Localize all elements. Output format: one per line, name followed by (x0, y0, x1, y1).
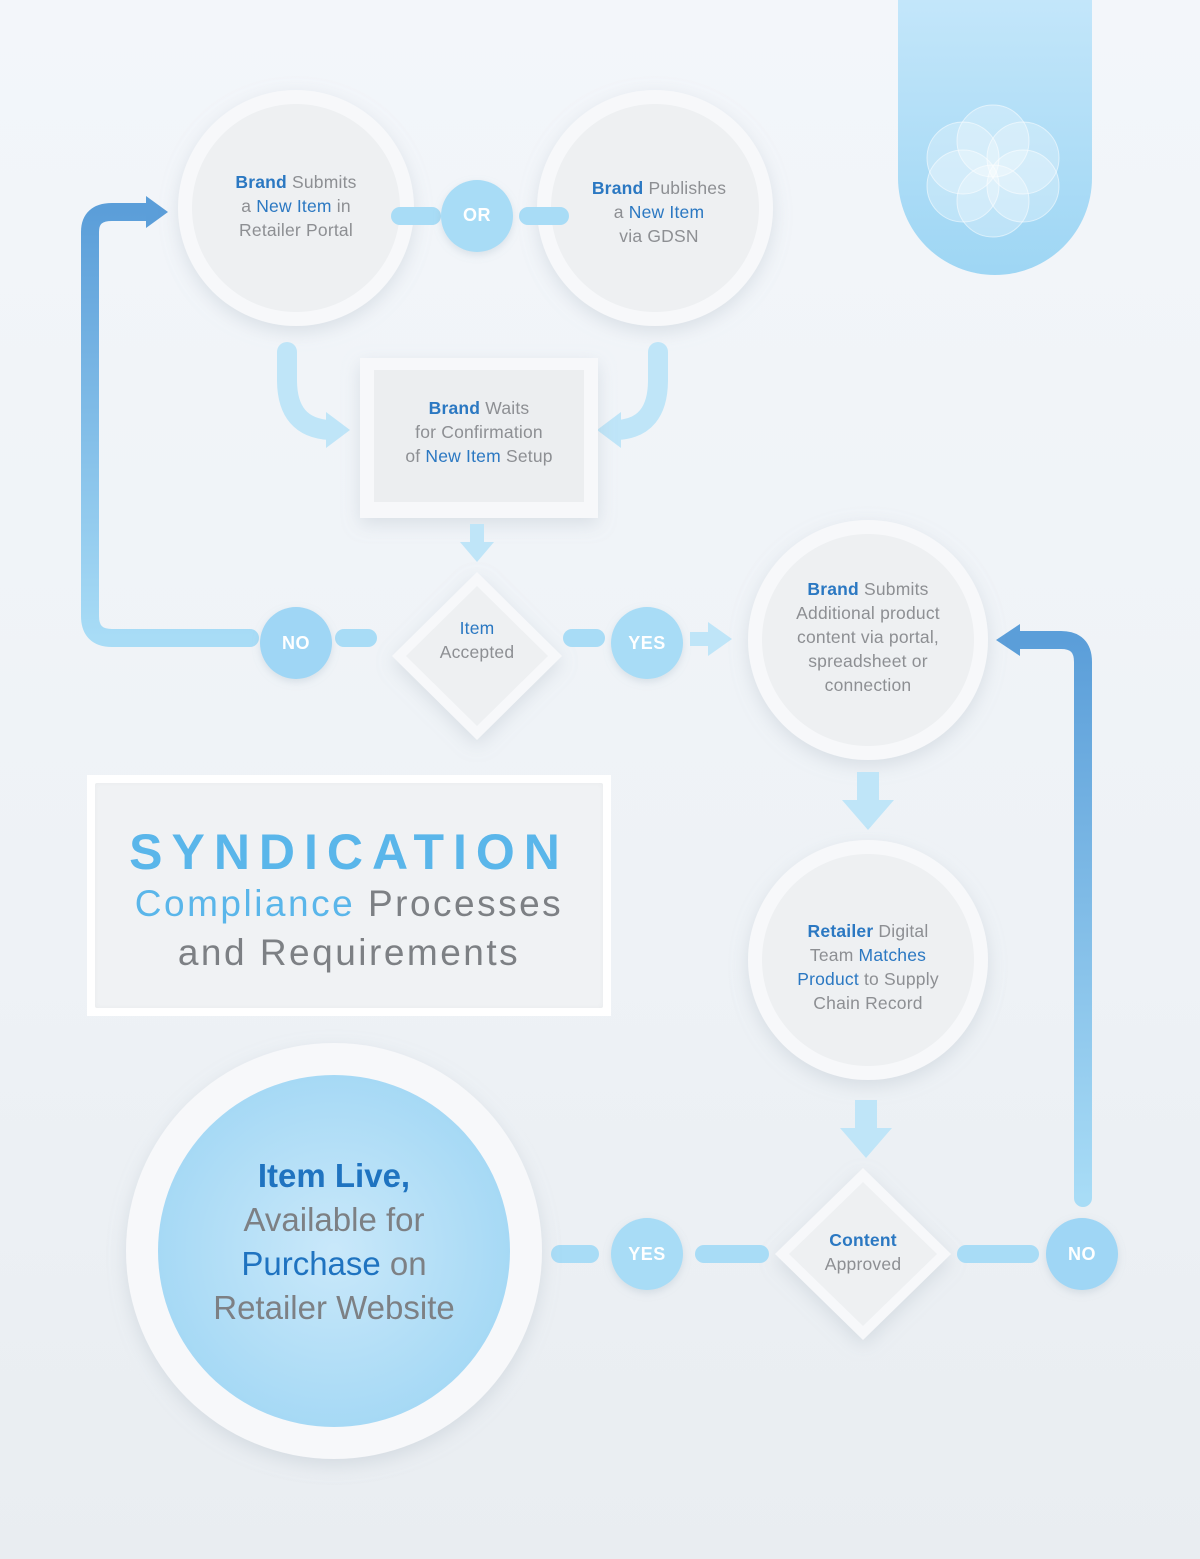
curved-arrow-left (277, 342, 350, 448)
brand-label: Brand (235, 172, 287, 192)
loop-arrow-right (996, 624, 1092, 1207)
node-match-product (748, 840, 988, 1080)
brand-label: Brand (807, 579, 859, 599)
label-text: Retailer Website (213, 1289, 455, 1326)
yes-connector-bottom (551, 1218, 769, 1290)
label-text: Chain Record (813, 993, 923, 1013)
label-text: Submits (286, 172, 357, 192)
label-text: Digital (873, 921, 929, 941)
item-live-label: Item Live, (257, 1157, 411, 1194)
loop-arrow-left (81, 196, 259, 647)
label-text: Waits (480, 398, 530, 418)
no-label-left: NO (282, 633, 310, 653)
brand-label: Brand (591, 178, 644, 198)
label-text: for Confirmation (415, 422, 543, 442)
title-box: SYNDICATION Compliance Processes and Req… (87, 775, 611, 1016)
node-wait-confirm (360, 358, 598, 518)
label-text: a (613, 202, 629, 222)
label-text: in (331, 196, 351, 216)
node-publish-gdsn (537, 90, 773, 326)
node-submit-content (748, 520, 988, 760)
label-text: via GDSN (619, 226, 699, 246)
purchase-label: Purchase (241, 1245, 381, 1282)
title-sub-rest: Processes (367, 883, 564, 924)
yes-label-bottom: YES (628, 1244, 666, 1264)
node-submit-portal-label: Brand Submits a New Item in Retailer Por… (196, 170, 396, 242)
retailer-label: Retailer (807, 921, 874, 941)
product-label: Product (797, 969, 859, 989)
logo-tab (898, 0, 1092, 275)
node-content-approved-label: Content Approved (803, 1228, 923, 1276)
yes-connector-top (563, 607, 732, 679)
label-text: Submits (858, 579, 929, 599)
label-text: Available for (243, 1201, 425, 1238)
no-label-right: NO (1068, 1244, 1096, 1264)
node-submit-portal (178, 90, 414, 326)
label-text: Team (809, 945, 859, 965)
brand-label: Brand (428, 398, 481, 418)
node-content-approved (775, 1168, 951, 1340)
flower-of-life-icon (926, 104, 1060, 238)
no-connector-right (957, 1218, 1118, 1290)
new-item-label: New Item (628, 202, 705, 222)
node-item-live-label: Item Live, Available for Purchase on Ret… (174, 1154, 494, 1330)
or-label: OR (463, 205, 491, 225)
down-arrow-2 (842, 772, 894, 830)
title-sub-highlight: Compliance (134, 883, 356, 924)
node-wait-confirm-label: Brand Waits for Confirmation of New Item… (374, 396, 584, 468)
label-text: to Supply (858, 969, 939, 989)
item-label: Item (459, 618, 495, 638)
node-submit-content-label: Brand Submits Additional product content… (768, 577, 968, 697)
label-text: on (380, 1245, 427, 1282)
label-text: Retailer Portal (239, 220, 353, 240)
new-item-label: New Item (425, 446, 501, 466)
label-text: of (405, 446, 426, 466)
label-text: Publishes (643, 178, 727, 198)
no-connector-left (260, 607, 377, 679)
node-publish-gdsn-label: Brand Publishes a New Item via GDSN (559, 176, 759, 248)
content-label: Content (829, 1230, 897, 1250)
label-text: a (241, 196, 257, 216)
node-item-accepted (392, 572, 562, 740)
or-connector (391, 180, 569, 252)
matches-label: Matches (858, 945, 927, 965)
curved-arrow-right (597, 342, 668, 448)
label-text: connection (824, 675, 912, 695)
label-text: spreadsheet or (808, 651, 928, 671)
title-main: SYNDICATION (129, 824, 569, 880)
label-text: Additional product (796, 603, 940, 623)
node-item-live (126, 1043, 542, 1459)
title-sub-line2: and Requirements (177, 932, 521, 973)
label-text: Accepted (439, 642, 515, 662)
new-item-label: New Item (256, 196, 332, 216)
yes-label-top: YES (628, 633, 666, 653)
label-text: content via portal, (797, 627, 939, 647)
node-match-product-label: Retailer Digital Team Matches Product to… (768, 919, 968, 1015)
label-text: Approved (824, 1254, 902, 1274)
title-panel: SYNDICATION Compliance Processes and Req… (95, 783, 603, 1008)
label-text: Setup (500, 446, 553, 466)
node-item-accepted-label: Item Accepted (417, 616, 537, 664)
down-arrow-1 (460, 524, 494, 562)
down-arrow-3 (840, 1100, 892, 1158)
title-sub: Compliance Processes (95, 883, 603, 925)
